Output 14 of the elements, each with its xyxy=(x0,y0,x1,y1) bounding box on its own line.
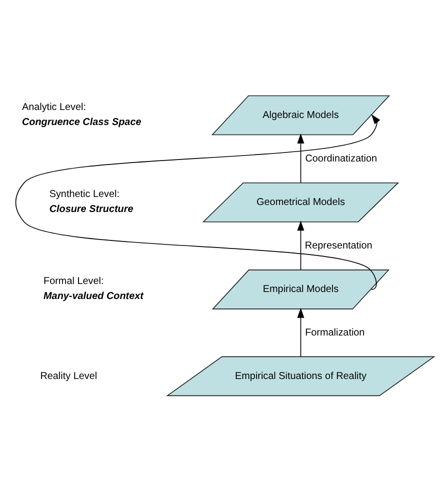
label: Formal Level: xyxy=(44,276,104,287)
edge-label: Coordinatization xyxy=(305,152,378,164)
label: Reality Level xyxy=(40,370,98,382)
arrow xyxy=(297,307,304,356)
label: Many-valued Context xyxy=(44,290,144,302)
label: Congruence Class Space xyxy=(22,116,142,128)
label: Analytic Level: xyxy=(22,101,86,112)
arrow xyxy=(297,133,304,183)
edge-label: Representation xyxy=(304,240,372,251)
label: Synthetic Level: xyxy=(49,188,120,200)
arrow xyxy=(297,220,304,270)
arrow xyxy=(15,114,380,290)
edge-label: Formalization xyxy=(305,327,365,338)
label: Closure Structure xyxy=(49,203,134,214)
